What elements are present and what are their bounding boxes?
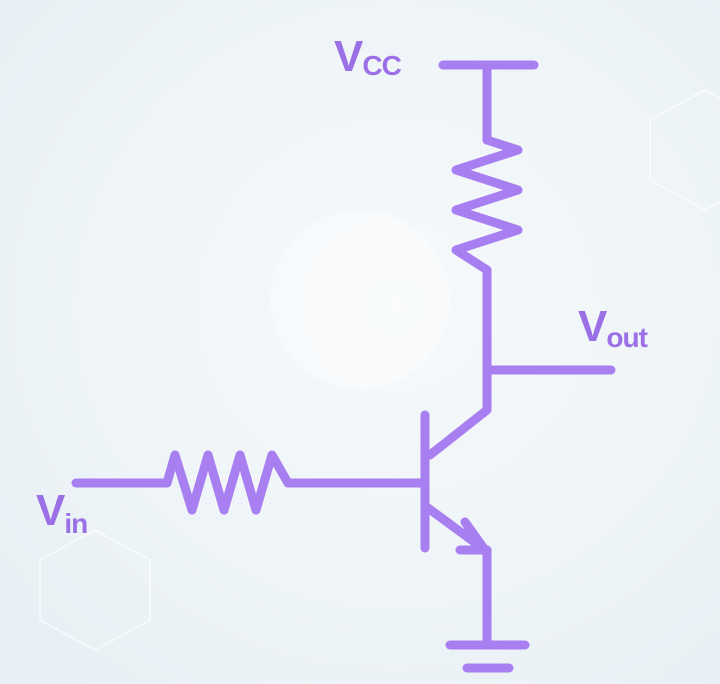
collector-wire <box>425 265 492 460</box>
vin-label: Vin <box>36 486 88 539</box>
vcc-label-sub: CC <box>362 50 401 81</box>
vin-label-main: V <box>36 486 65 535</box>
vcc-label-main: V <box>334 32 363 81</box>
vout-label-main: V <box>578 302 607 351</box>
vout-label-sub: out <box>606 322 648 353</box>
base-resistor-icon <box>162 450 293 515</box>
vin-label-sub: in <box>64 508 88 539</box>
collector-resistor-icon <box>451 135 523 275</box>
vout-label: Vout <box>578 302 648 353</box>
ground-icon <box>445 640 530 673</box>
vcc-label: VCC <box>334 32 402 82</box>
